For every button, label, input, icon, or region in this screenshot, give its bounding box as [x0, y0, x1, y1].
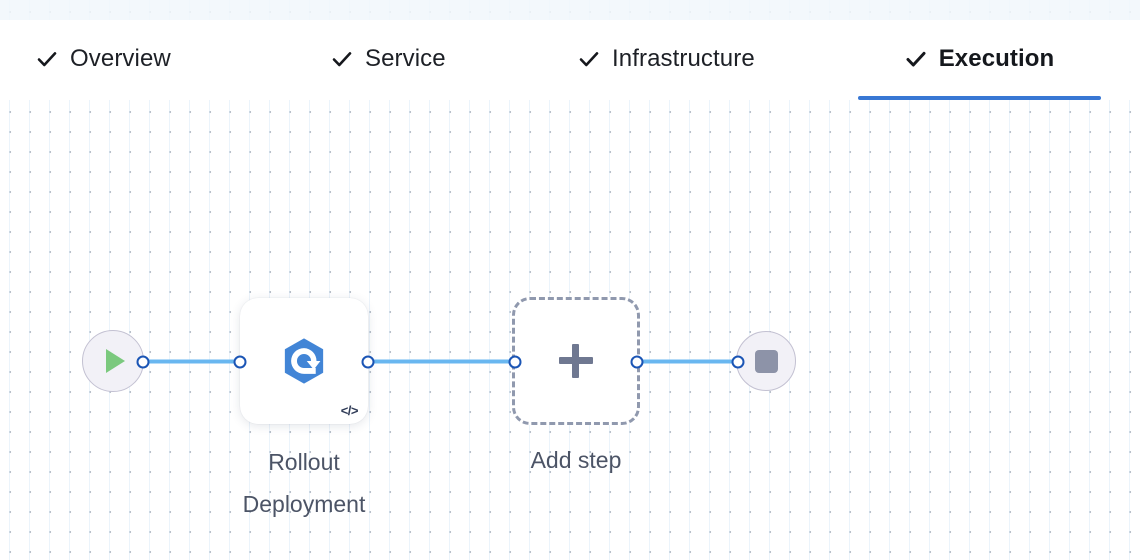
- handle-addstep-output[interactable]: [630, 355, 644, 368]
- tab-service-label: Service: [365, 45, 446, 72]
- play-icon: [106, 349, 125, 373]
- check-icon: [36, 48, 58, 70]
- tab-overview-label: Overview: [70, 45, 171, 72]
- tab-infrastructure-label: Infrastructure: [612, 45, 755, 72]
- node-start[interactable]: [82, 330, 144, 392]
- graph-edges: [141, 359, 740, 364]
- node-end[interactable]: [736, 331, 796, 391]
- tab-infrastructure[interactable]: Infrastructure: [578, 20, 755, 100]
- handle-addstep-input[interactable]: [508, 355, 522, 368]
- tab-execution-label: Execution: [938, 45, 1055, 72]
- canvas-top-strip: [0, 0, 1140, 20]
- pipeline-stage-tabbar: [0, 20, 1140, 100]
- execution-graph-canvas[interactable]: </> Rollout Deployment Add step: [0, 100, 1140, 560]
- stop-icon: [754, 349, 778, 373]
- handle-end-input[interactable]: [731, 355, 745, 368]
- code-icon[interactable]: </>: [340, 403, 359, 418]
- handle-rollout-input[interactable]: [233, 355, 247, 368]
- check-icon: [905, 48, 927, 70]
- tab-overview[interactable]: Overview: [36, 20, 171, 100]
- handle-start-output[interactable]: [136, 355, 150, 368]
- plus-icon: [559, 344, 593, 378]
- check-icon: [578, 48, 600, 70]
- node-add-step[interactable]: [512, 297, 640, 425]
- tab-execution[interactable]: Execution: [858, 20, 1101, 100]
- handle-rollout-output[interactable]: [361, 355, 375, 368]
- rollout-deployment-icon: [279, 336, 329, 386]
- node-rollout-deployment[interactable]: </>: [240, 298, 368, 424]
- check-icon: [331, 48, 353, 70]
- tab-execution-underline: [858, 96, 1101, 100]
- tab-service[interactable]: Service: [331, 20, 446, 100]
